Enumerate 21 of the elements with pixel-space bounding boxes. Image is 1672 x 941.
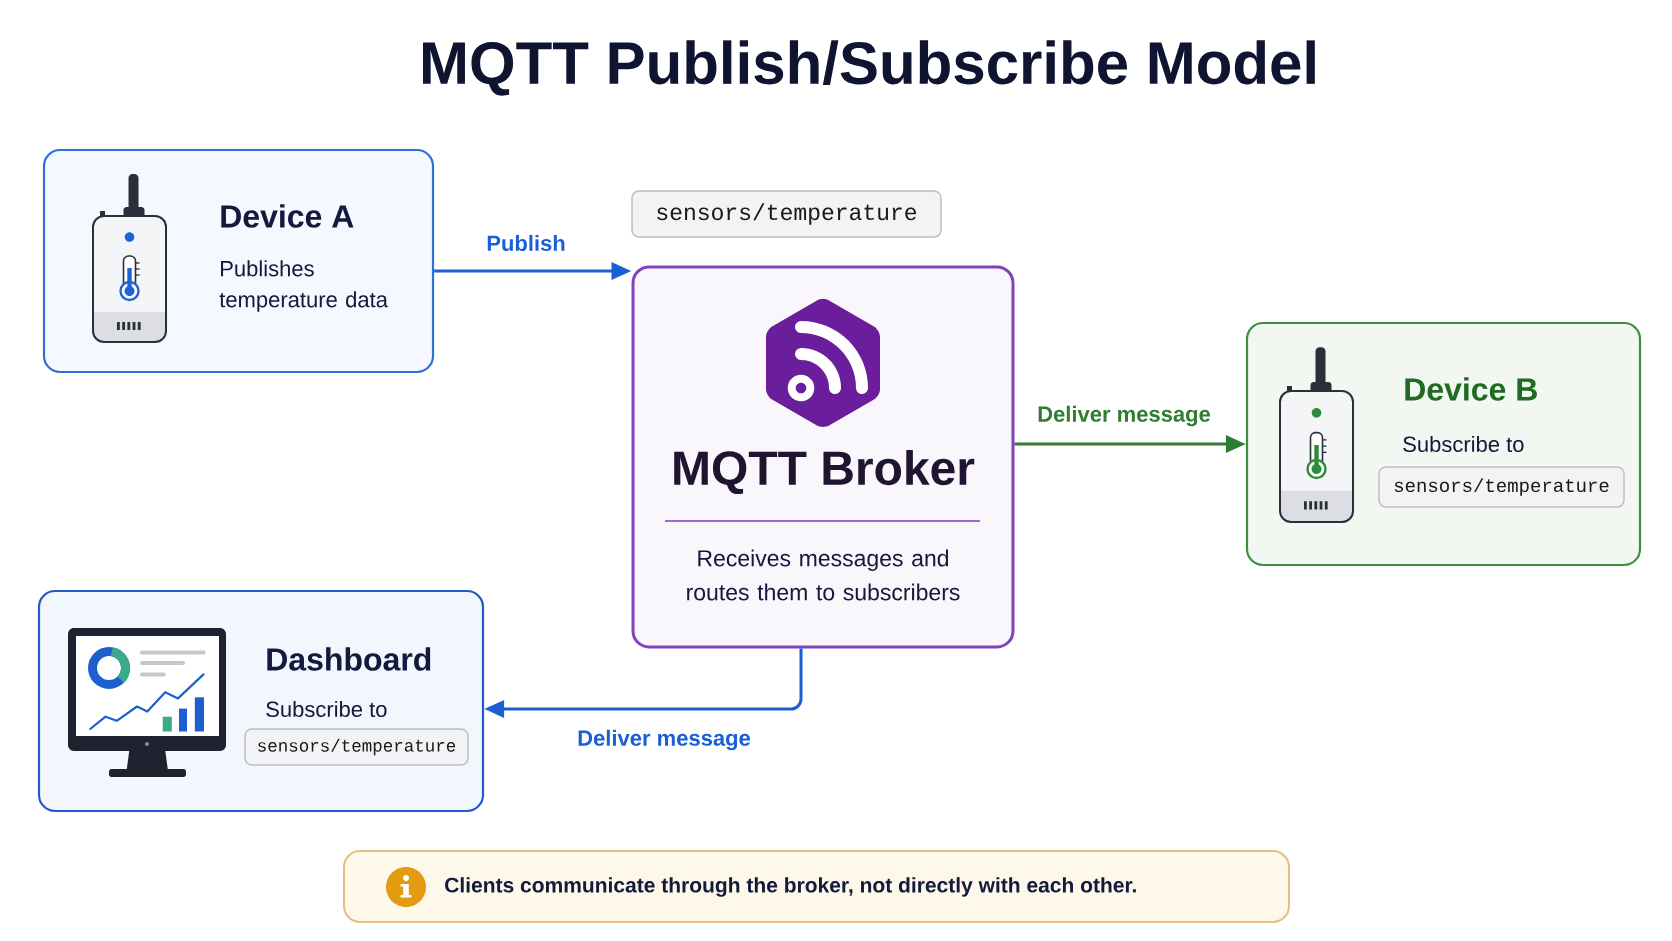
topic-chip: sensors/temperature xyxy=(1378,466,1625,508)
topic-chip: sensors/temperature xyxy=(631,190,942,238)
note-text: Clients communicate through the broker, not directly with each other. xyxy=(445,877,1136,897)
edge-label: Deliver message xyxy=(1038,405,1211,427)
device-card xyxy=(1245,321,1642,567)
body-text: Subscribe to xyxy=(1403,435,1524,453)
edge-label: Deliver message xyxy=(578,729,751,751)
body-text: Publishes temperature data xyxy=(219,260,388,312)
heading: Dashboard xyxy=(267,647,431,671)
heading: Device A xyxy=(221,204,354,228)
body-text: Receives messages and routes them to subscribers xyxy=(687,549,960,601)
broker-card xyxy=(631,265,1015,649)
heading: Device B xyxy=(1405,377,1537,401)
body-text: Subscribe to xyxy=(266,700,387,718)
topic-chip: sensors/temperature xyxy=(244,728,469,766)
note-box xyxy=(343,850,1290,923)
title: MQTT Publish/Subscribe Model xyxy=(423,40,1315,96)
edge-label: Publish xyxy=(487,234,565,252)
device-card xyxy=(42,148,435,374)
dashboard-card xyxy=(37,589,485,813)
heading: MQTT Broker xyxy=(674,449,975,495)
